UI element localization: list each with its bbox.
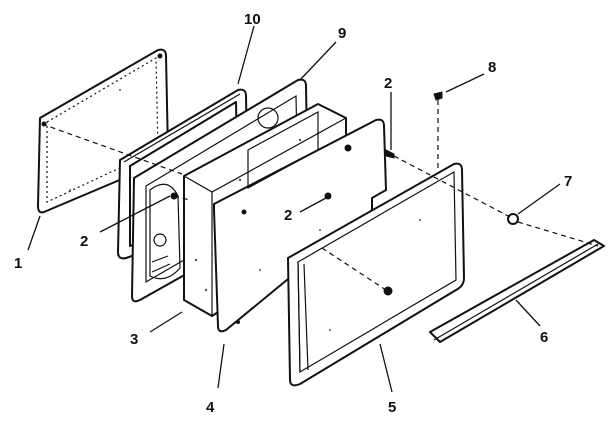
screw-2-upper (385, 149, 395, 159)
assembly-dash-lines (41, 100, 599, 291)
leader-7 (517, 183, 561, 215)
callout-2-upper: 2 (384, 75, 392, 92)
callout-6: 6 (540, 329, 548, 346)
callout-9: 9 (338, 25, 346, 42)
leader-3 (149, 311, 183, 333)
part-6-door-handle (429, 239, 605, 343)
screw-2-middle (324, 192, 332, 200)
callout-2-middle: 2 (284, 207, 292, 224)
leader-1 (27, 215, 41, 251)
callout-1: 1 (14, 255, 22, 272)
leader-2-middle (299, 197, 327, 213)
callout-8: 8 (488, 59, 496, 76)
callout-labels: 1 2 2 2 3 4 5 6 7 8 9 10 (14, 11, 572, 416)
spacer-7 (507, 213, 519, 225)
leader-2-left (99, 195, 171, 233)
leader-lines (27, 25, 561, 393)
callout-4: 4 (206, 399, 215, 416)
hardware-screws (170, 91, 519, 225)
callout-7: 7 (564, 173, 572, 190)
callout-5: 5 (388, 399, 396, 416)
leader-10 (237, 25, 255, 85)
leader-4 (217, 343, 225, 389)
leader-5 (379, 343, 393, 393)
callout-3: 3 (130, 331, 138, 348)
callout-2-left: 2 (80, 233, 88, 250)
part-5-outer-door (287, 162, 465, 387)
screw-8 (433, 91, 443, 101)
part-4-door-liner (213, 110, 387, 333)
leader-9 (299, 41, 337, 81)
callout-10: 10 (244, 11, 261, 28)
leader-6 (515, 299, 541, 327)
leader-8 (445, 73, 485, 93)
